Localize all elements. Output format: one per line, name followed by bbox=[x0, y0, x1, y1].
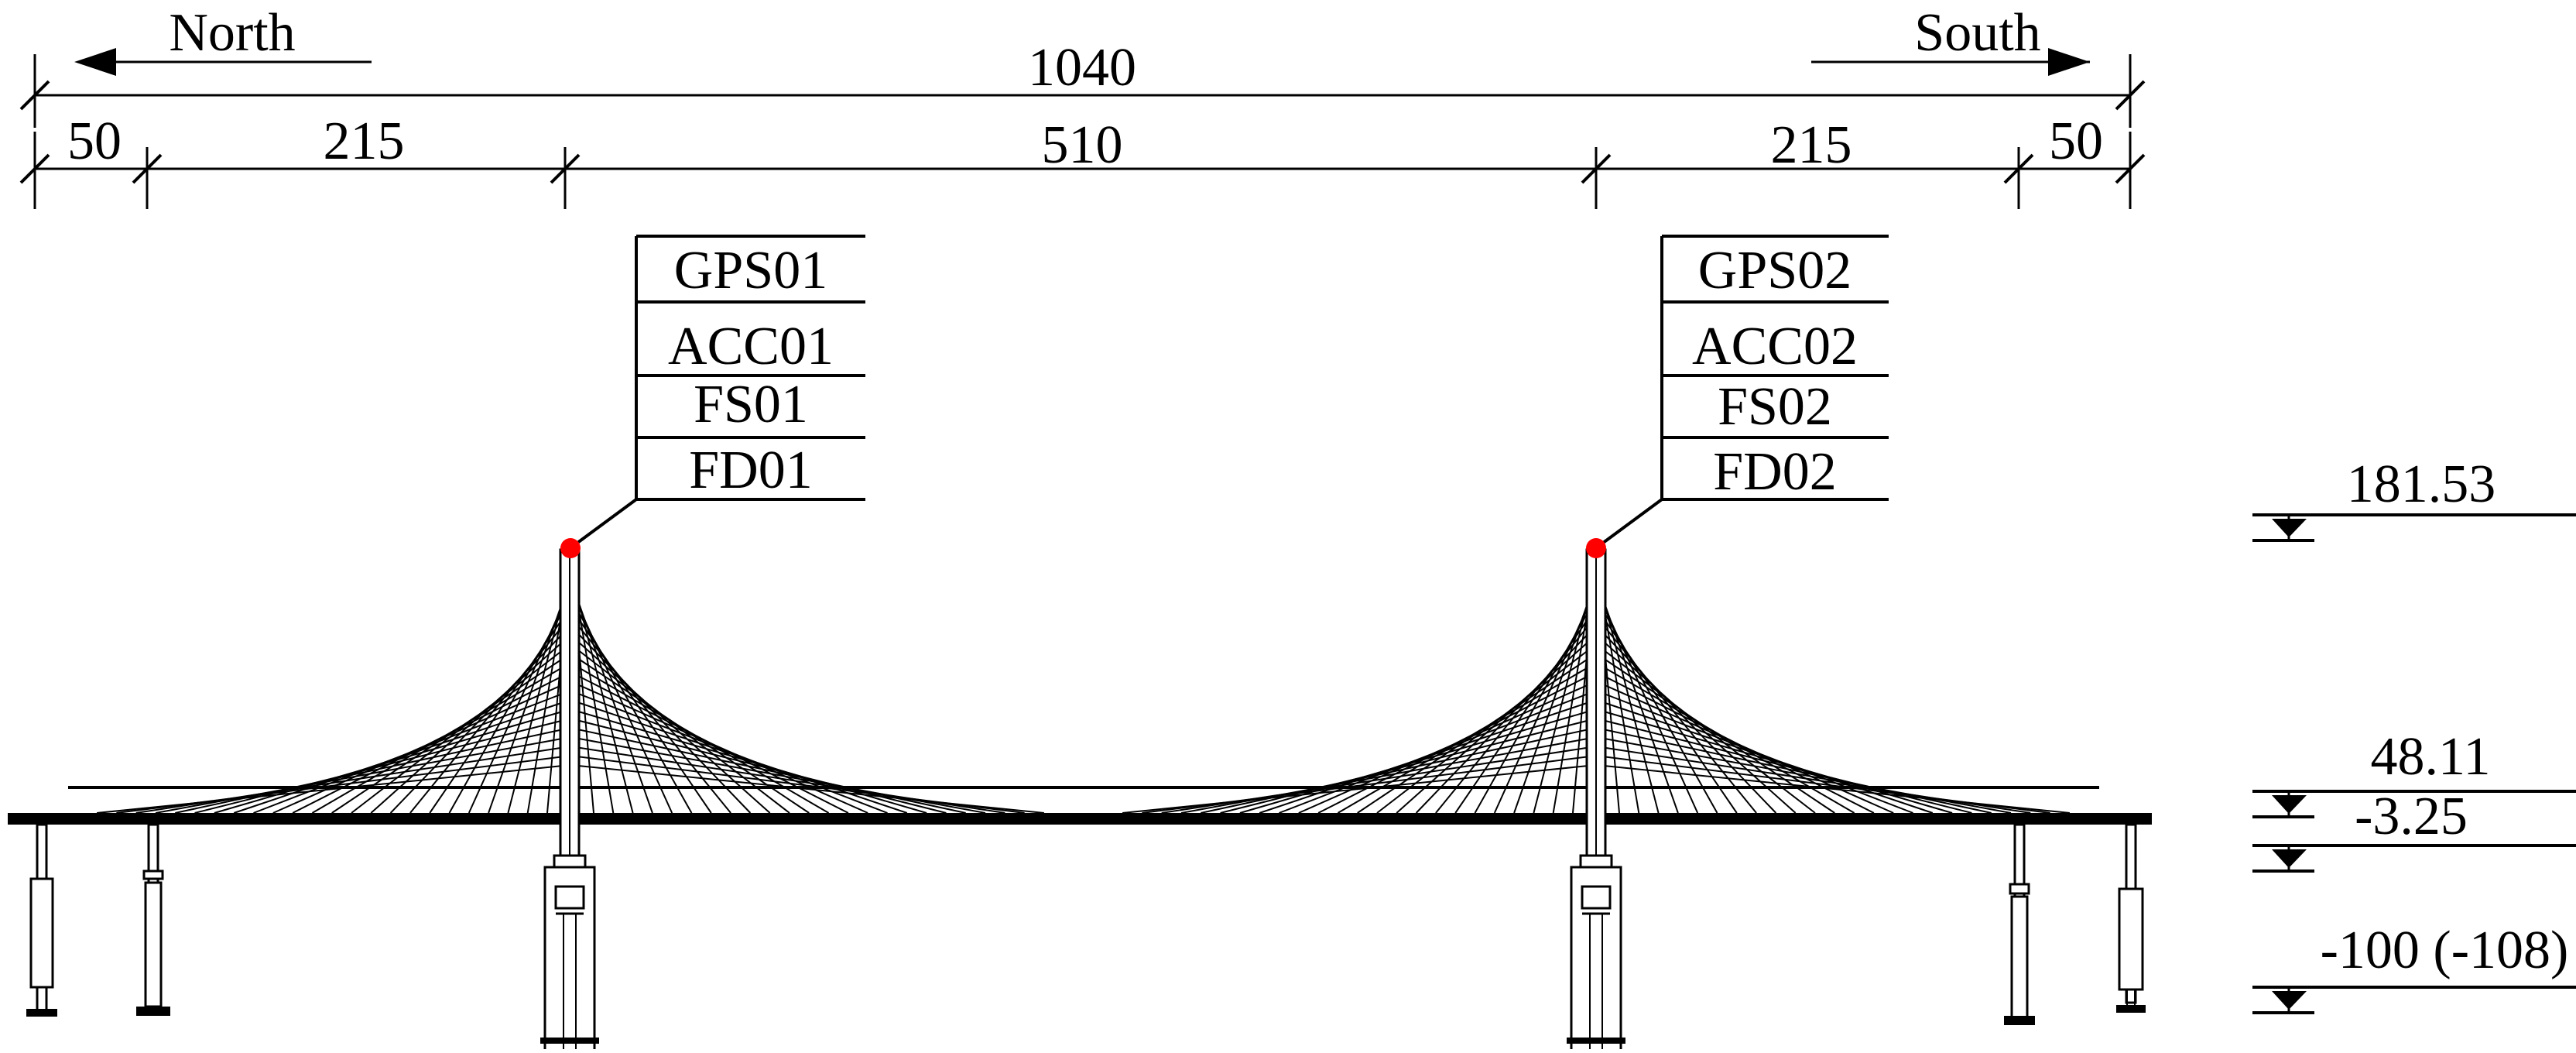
span-dimensions: 50 215 510 215 50 bbox=[19, 111, 2146, 209]
stay-cable-north-left-20 bbox=[155, 736, 571, 814]
pylon-north bbox=[540, 548, 599, 1053]
pier-north-auxiliary bbox=[136, 823, 170, 1016]
stay-cables bbox=[96, 551, 2071, 814]
span-label-central: 510 bbox=[1042, 115, 1123, 175]
sensor-label-fs01: FS01 bbox=[694, 375, 808, 434]
stay-cable-south-left-10 bbox=[1376, 643, 1597, 814]
stay-cable-south-left-6 bbox=[1454, 606, 1597, 814]
stay-cable-north-right-5 bbox=[570, 597, 693, 814]
south-arrow: South bbox=[1811, 3, 2090, 76]
sensor-point-north bbox=[560, 538, 581, 558]
stay-cable-south-left-7 bbox=[1435, 616, 1597, 814]
pier-south-auxiliary bbox=[2004, 823, 2035, 1025]
stay-cable-north-left-9 bbox=[370, 634, 571, 814]
elevation-label-4: -100 (-108) bbox=[2321, 921, 2569, 980]
sensor-box-north: GPS01 ACC01 FS01 FD01 bbox=[570, 235, 865, 549]
stay-cable-north-right-10 bbox=[570, 643, 790, 814]
stay-cable-south-left-20 bbox=[1180, 736, 1597, 814]
stay-cable-north-left-14 bbox=[272, 681, 571, 814]
stay-cable-south-right-5 bbox=[1595, 597, 1718, 814]
pier-north-end bbox=[26, 823, 57, 1017]
stay-cable-south-right-17 bbox=[1595, 708, 1953, 814]
stay-cable-south-left-17 bbox=[1239, 708, 1597, 814]
elevation-marker-181-53: 181.53 bbox=[2252, 454, 2576, 542]
stay-cable-north-right-8 bbox=[570, 625, 752, 814]
stay-cable-south-left-9 bbox=[1396, 634, 1597, 814]
stay-cable-north-left-5 bbox=[448, 597, 571, 814]
stay-cable-south-right-14 bbox=[1595, 681, 1894, 814]
stay-cable-south-right-15 bbox=[1595, 690, 1913, 814]
elevation-marker-minus-100: -100 (-108) bbox=[2252, 921, 2576, 1014]
span-label-north-side: 50 bbox=[67, 111, 122, 171]
stay-cable-south-right-6 bbox=[1595, 606, 1738, 814]
stay-cable-north-left-6 bbox=[429, 606, 571, 814]
stay-cable-north-right-17 bbox=[570, 708, 927, 814]
sensor-label-acc02: ACC02 bbox=[1692, 317, 1858, 376]
elevation-label-3: -3.25 bbox=[2355, 787, 2468, 846]
stay-cable-north-right-18 bbox=[570, 718, 947, 814]
stay-cable-north-left-16 bbox=[233, 699, 571, 814]
stay-cable-north-right-4 bbox=[570, 588, 673, 814]
stay-cable-south-left-5 bbox=[1474, 597, 1597, 814]
stay-cable-south-right-7 bbox=[1595, 616, 1757, 814]
sensor-point-south bbox=[1586, 538, 1606, 558]
stay-cable-north-right-16 bbox=[570, 699, 908, 814]
sensor-label-fd01: FD01 bbox=[689, 441, 812, 500]
stay-cable-south-left-4 bbox=[1493, 588, 1597, 814]
pier-south-end bbox=[2116, 823, 2146, 1013]
sensor-label-fd02: FD02 bbox=[1713, 442, 1836, 502]
sensor-label-gps01: GPS01 bbox=[674, 241, 827, 300]
stay-cable-south-right-16 bbox=[1595, 699, 1934, 814]
sensor-box-south: GPS02 ACC02 FS02 FD02 bbox=[1595, 235, 1889, 549]
stay-cable-north-left-10 bbox=[351, 643, 571, 814]
pylon-south bbox=[1567, 548, 1625, 1053]
elevation-marker-minus-3-25: -3.25 bbox=[2252, 787, 2576, 873]
total-dimension: 1040 bbox=[19, 38, 2146, 128]
stay-cable-south-right-18 bbox=[1595, 718, 1972, 814]
span-label-south-main: 215 bbox=[1771, 115, 1852, 175]
elevation-label-2: 48.11 bbox=[2371, 727, 2491, 787]
sensor-label-gps02: GPS02 bbox=[1698, 241, 1852, 300]
stay-cable-north-right-15 bbox=[570, 690, 888, 814]
span-label-north-main: 215 bbox=[324, 111, 405, 171]
stay-cable-north-right-7 bbox=[570, 616, 731, 814]
sensor-label-acc01: ACC01 bbox=[668, 317, 834, 376]
stay-cable-north-right-9 bbox=[570, 634, 771, 814]
stay-cable-south-left-15 bbox=[1279, 690, 1597, 814]
stay-cable-north-right-20 bbox=[570, 736, 986, 814]
total-dimension-label: 1040 bbox=[1028, 38, 1136, 98]
stay-cable-north-left-7 bbox=[409, 616, 571, 814]
stay-cable-south-right-20 bbox=[1595, 736, 2012, 814]
stay-cable-south-right-4 bbox=[1595, 588, 1699, 814]
stay-cable-south-right-10 bbox=[1595, 643, 1816, 814]
stay-cable-south-left-8 bbox=[1415, 625, 1597, 814]
sensor-label-fs02: FS02 bbox=[1718, 377, 1832, 437]
stay-cable-north-left-17 bbox=[214, 708, 571, 814]
span-label-south-side: 50 bbox=[2049, 111, 2103, 171]
elevation-marker-48-11: 48.11 bbox=[2252, 727, 2576, 818]
stay-cable-north-right-6 bbox=[570, 606, 712, 814]
stay-cable-south-left-14 bbox=[1298, 681, 1597, 814]
north-label: North bbox=[169, 3, 295, 63]
stay-cable-south-left-16 bbox=[1259, 699, 1597, 814]
stay-cable-north-left-18 bbox=[194, 718, 571, 814]
stay-cable-south-right-8 bbox=[1595, 625, 1777, 814]
stay-cable-north-left-8 bbox=[389, 625, 571, 814]
elevation-label-1: 181.53 bbox=[2347, 454, 2496, 514]
stay-cable-north-left-15 bbox=[253, 690, 571, 814]
stay-cable-south-left-18 bbox=[1220, 718, 1597, 814]
north-arrow: North bbox=[74, 3, 372, 76]
bridge-deck bbox=[8, 813, 2152, 825]
south-label: South bbox=[1914, 3, 2040, 63]
stay-cable-north-right-14 bbox=[570, 681, 868, 814]
stay-cable-north-left-4 bbox=[468, 588, 571, 814]
stay-cable-south-right-9 bbox=[1595, 634, 1797, 814]
